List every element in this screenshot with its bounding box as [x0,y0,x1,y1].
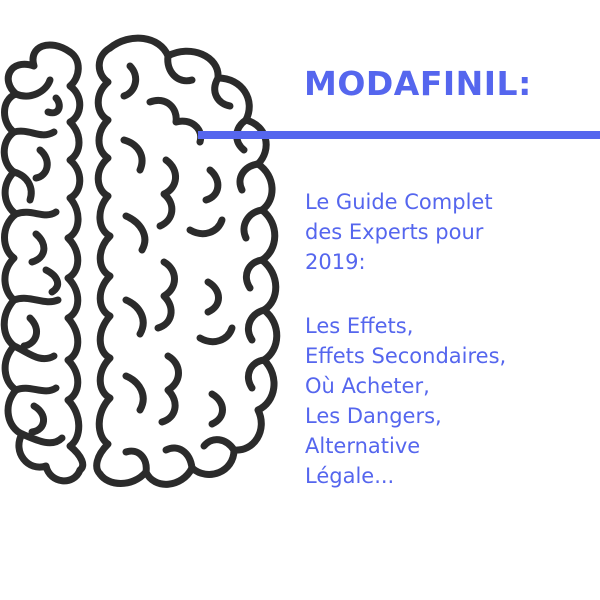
topic-item: Où Acheter, [305,374,430,398]
accent-divider [198,131,600,139]
topic-item: Légale... [305,464,395,488]
topics-list: Les Effets, Effets Secondaires, Où Achet… [305,311,506,491]
subtitle-line: 2019: [305,250,366,274]
topic-item: Les Dangers, [305,404,442,428]
topic-item: Alternative [305,434,421,458]
topic-item: Les Effets, [305,314,414,338]
page-title: MODAFINIL: [304,64,532,103]
subtitle-line: Le Guide Complet [305,190,493,214]
brain-illustration [0,34,281,488]
subtitle-line: des Experts pour [305,220,484,244]
topic-item: Effets Secondaires, [305,344,507,368]
brain-icon [0,34,281,488]
subtitle-block: Le Guide Complet des Experts pour 2019: [305,187,493,277]
